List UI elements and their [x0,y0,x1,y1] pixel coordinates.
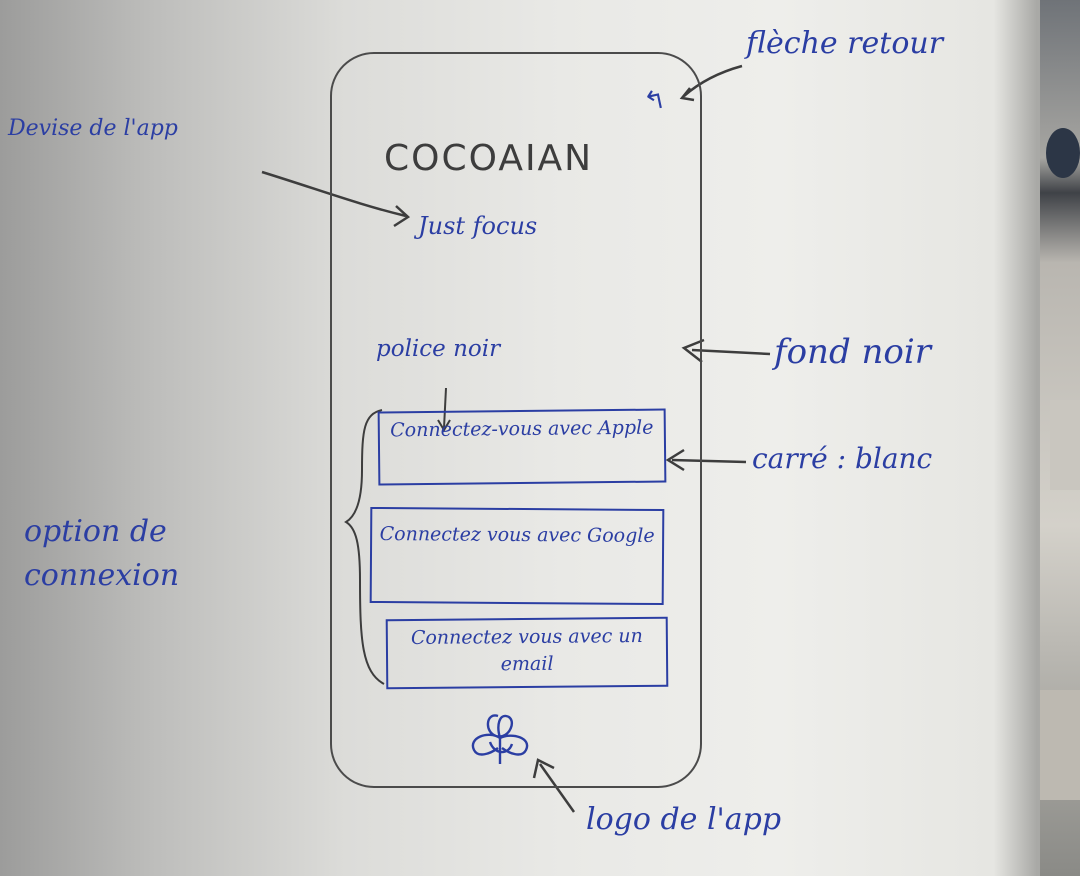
arrow-carre [671,458,747,464]
app-tagline: Just focus [418,212,538,240]
brace-options [344,409,385,685]
arrowhead-logo [532,758,555,779]
arrow-logo [538,763,576,813]
login-apple-button[interactable]: Connectez-vous avec Apple [377,408,667,486]
annotation-fleche: flèche retour [746,26,944,61]
arrowhead-police [437,419,451,432]
arrow-devise [261,170,407,218]
background-object [1050,400,1080,490]
annotation-carre: carré : blanc [752,442,933,475]
arrow-police [443,387,447,429]
background-edge [1040,0,1080,876]
background-object [1040,690,1080,800]
arrow-fond [691,348,771,356]
login-email-button[interactable]: Connectez vous avec un email [385,616,669,690]
annotation-fond: fond noir [774,332,932,372]
annotation-logo: logo de l'app [586,802,782,837]
arrowhead-carre [665,448,685,472]
arrowhead-devise [393,205,411,228]
font-note: police noir [376,336,501,362]
app-title: COCOAIAN [384,138,594,179]
phone-frame [330,52,702,788]
background-object [1046,128,1080,178]
arrowhead-fond [681,338,705,363]
annotation-devise: Devise de l'app [8,116,178,141]
annotation-option: option de connexion [24,514,180,593]
knot-logo-icon [471,714,529,764]
login-google-button[interactable]: Connectez vous avec Google [369,506,665,606]
